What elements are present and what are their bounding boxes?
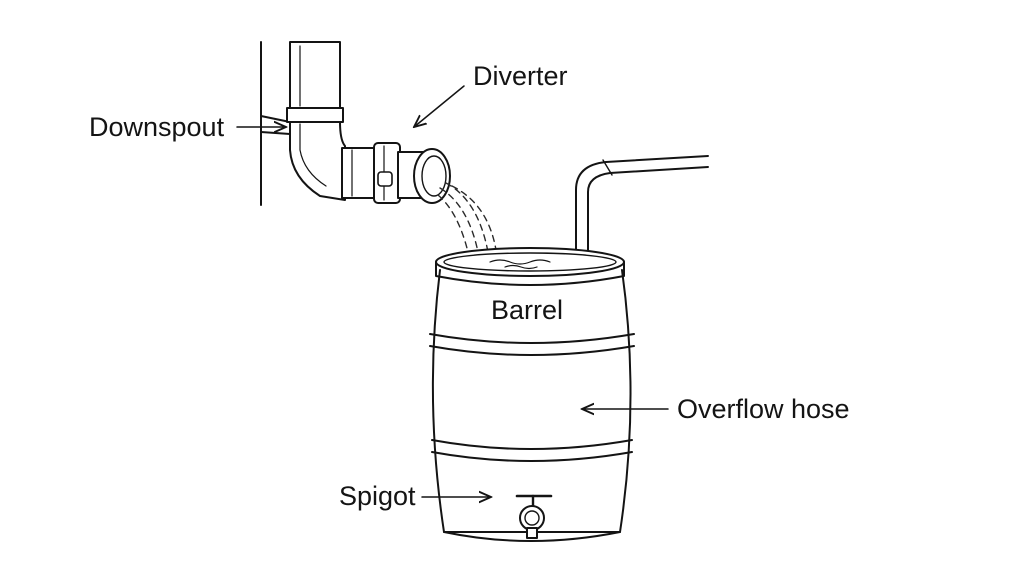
overflow-hose (575, 155, 709, 259)
spigot-label: Spigot (339, 481, 416, 511)
wall-bracket (260, 115, 291, 123)
overflow-hose-label: Overflow hose (677, 394, 850, 424)
diverter-label: Diverter (473, 61, 568, 91)
barrel (429, 247, 635, 542)
downspout-pipe (286, 41, 346, 201)
downspout-label: Downspout (89, 112, 225, 142)
diverter-coupling (341, 142, 451, 204)
spigot (515, 494, 553, 539)
wall-bracket (260, 131, 291, 135)
diverter-arrow (414, 85, 465, 127)
water-stream (437, 182, 497, 253)
barrel-label: Barrel (491, 295, 564, 325)
